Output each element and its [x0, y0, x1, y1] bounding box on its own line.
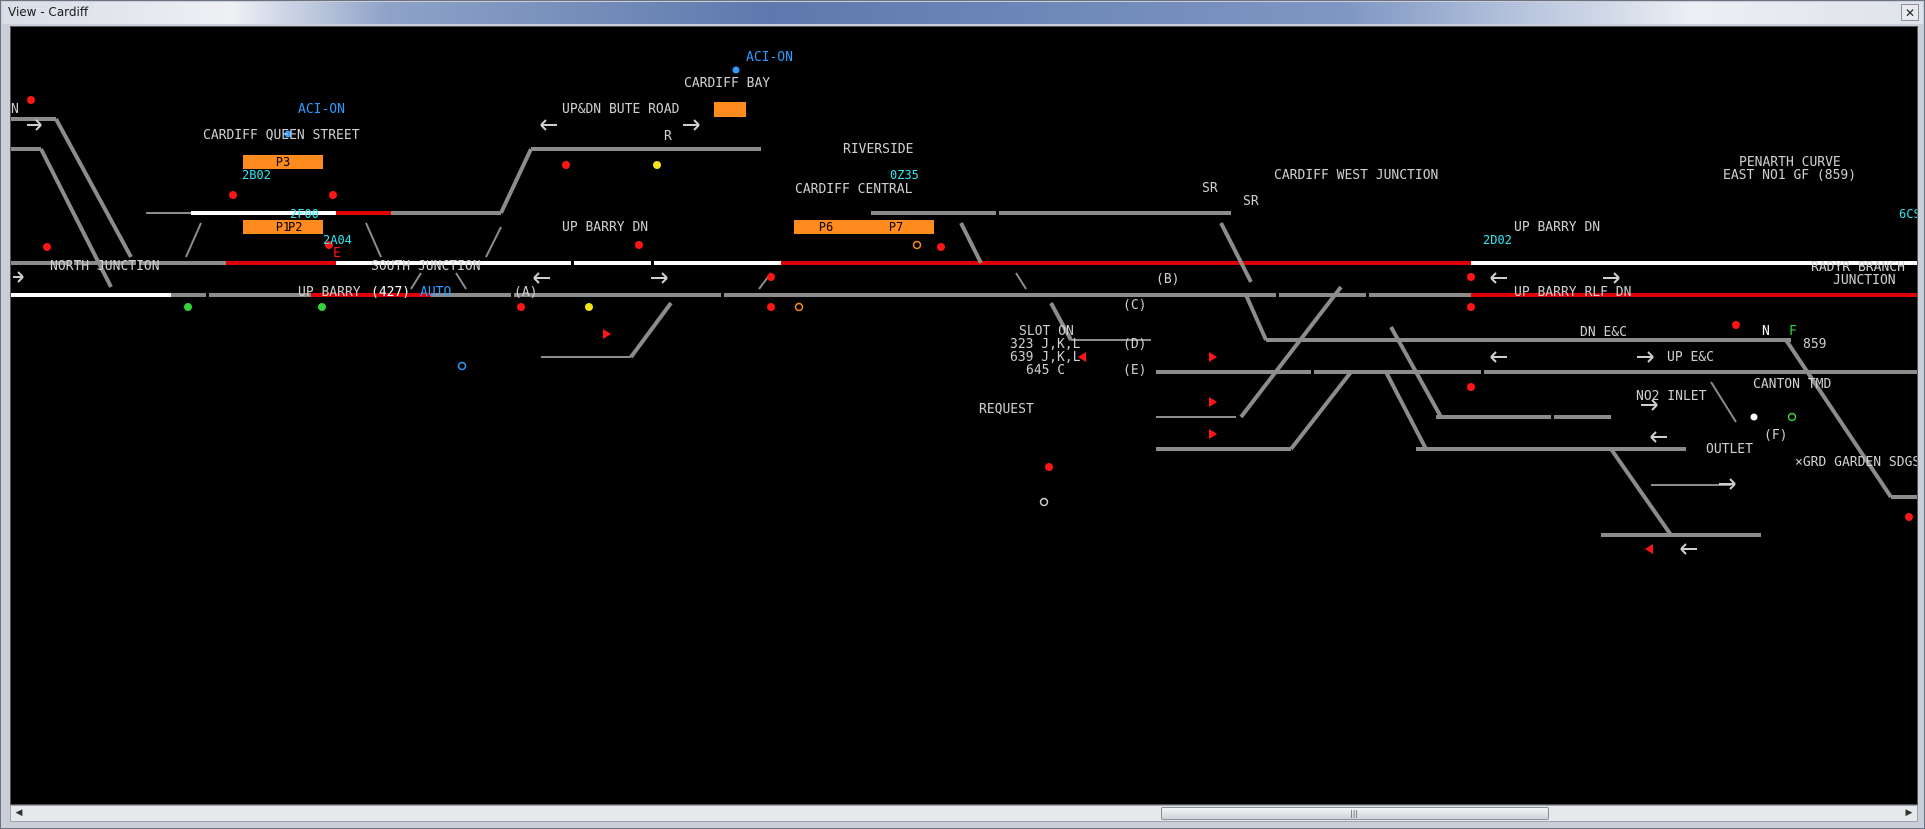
up-barry-label: UP BARRY — [298, 285, 361, 300]
gf-number: 859 — [1803, 337, 1827, 352]
scroll-left-icon[interactable]: ◀ — [15, 808, 23, 818]
scroll-right-icon[interactable]: ▶ — [1905, 808, 1913, 818]
sr-marker-2: SR — [1243, 194, 1259, 209]
line-dn-ec: DN E&C — [1580, 325, 1627, 340]
track-segment — [485, 226, 502, 258]
location-south-junction: SOUTH JUNCTION — [371, 259, 481, 274]
line-up-barry-rlf-dn: UP BARRY RLF DN — [1514, 285, 1632, 300]
track-layout — [11, 66, 1917, 555]
track-segment — [1389, 326, 1443, 418]
slot-on-row-2: 639 J,K,L — [1010, 350, 1081, 365]
track-segment — [1784, 338, 1893, 499]
slot-on-row-3: 645 C — [1026, 363, 1066, 378]
line-outlet: OUTLET — [1706, 442, 1753, 457]
siding-b: (B) — [1156, 272, 1180, 287]
platform-p7: P7 — [858, 220, 934, 234]
location-grd-garden-sdgs: ×GRD GARDEN SDGS — [1795, 455, 1918, 470]
window-title: View - Cardiff — [8, 5, 89, 19]
sr-marker-1: SR — [1202, 181, 1218, 196]
location-penarth-curve: PENARTH CURVE — [1739, 155, 1841, 170]
track-segment — [1609, 447, 1673, 537]
berth-2d02[interactable]: 2D02 — [1483, 233, 1512, 247]
slot-on-title: SLOT ON — [1019, 324, 1074, 339]
horizontal-scrollbar[interactable]: ◀ ||| ▶ — [10, 805, 1918, 822]
track-segment — [1219, 222, 1253, 283]
track-segment — [365, 222, 382, 258]
track-segment — [54, 118, 133, 258]
track-segment — [1710, 381, 1737, 423]
siding-f: (F) — [1764, 428, 1788, 443]
track-segment — [1244, 294, 1268, 341]
berth-2a04[interactable]: 2A04 — [323, 233, 352, 247]
signalling-diagram[interactable]: CARDIFF QUEEN STREET CARDIFF BAY RIVERSI… — [10, 26, 1918, 805]
platform-indicator — [714, 102, 746, 117]
track-segment — [959, 222, 983, 264]
location-riverside: RIVERSIDE — [843, 142, 914, 157]
track-segment — [1289, 370, 1353, 451]
berth-0z35[interactable]: 0Z35 — [890, 168, 919, 182]
berth-2f00[interactable]: 2F00 — [290, 207, 319, 221]
line-no2-inlet: NO2 INLET — [1636, 389, 1707, 404]
close-icon: ✕ — [1904, 6, 1916, 20]
siding-e: (E) — [1123, 363, 1147, 378]
grip-icon: ||| — [1350, 809, 1359, 818]
track-segment — [1384, 371, 1428, 450]
close-button[interactable]: ✕ — [1901, 4, 1919, 21]
berth-2b02[interactable]: 2B02 — [242, 168, 271, 182]
location-radyr-junction: JUNCTION — [1833, 273, 1896, 288]
line-up-barry-dn-west: UP BARRY DN — [1514, 220, 1601, 235]
platform-p3: P3 — [243, 155, 323, 169]
e-marker: E — [333, 246, 341, 261]
up-barry-auto[interactable]: AUTO — [420, 285, 452, 300]
track-segment — [185, 222, 202, 258]
track-segment — [1239, 285, 1343, 419]
request-label[interactable]: REQUEST — [979, 402, 1034, 417]
location-cardiff-bay: CARDIFF BAY — [684, 76, 771, 91]
n-indicator: N — [1762, 324, 1770, 339]
aci-status-top[interactable]: ACI-ON — [746, 50, 793, 65]
track-segment — [1015, 272, 1027, 290]
up-barry-count: (427) — [371, 285, 411, 300]
track-segment — [499, 148, 533, 214]
platform-p2: P2 — [288, 220, 303, 234]
track-segment — [410, 272, 422, 290]
f-indicator: F — [1789, 324, 1797, 339]
location-east-no1-gf: EAST NO1 GF (859) — [1723, 168, 1857, 183]
line-up-ec: UP E&C — [1667, 350, 1714, 365]
title-bar[interactable]: View - Cardiff ✕ — [2, 2, 1923, 24]
platform-p1: P1 — [243, 220, 323, 234]
line-up-barry-dn: UP BARRY DN — [562, 220, 649, 235]
r-marker: R — [664, 129, 672, 144]
line-n-left: N — [11, 102, 19, 117]
siding-c: (C) — [1123, 298, 1147, 313]
location-north-junction: NORTH JUNCTION — [50, 259, 160, 274]
platform-p6: P6 — [794, 220, 858, 234]
location-radyr-branch: RADYR BRANCH — [1811, 260, 1905, 275]
location-cardiff-west-junction: CARDIFF WEST JUNCTION — [1274, 168, 1439, 183]
location-canton-tmd: CANTON TMD — [1753, 377, 1832, 392]
scroll-thumb[interactable]: ||| — [1161, 807, 1549, 820]
siding-d: (D) — [1123, 337, 1147, 352]
track-segment — [1049, 302, 1073, 341]
aci-status-left[interactable]: ACI-ON — [298, 102, 345, 117]
location-cardiff-central: CARDIFF CENTRAL — [795, 182, 913, 197]
berth-6cs[interactable]: 6CS — [1899, 207, 1917, 221]
track-segment — [629, 301, 673, 359]
siding-a: (A) — [514, 285, 538, 300]
slot-on-row-1: 323 J,K,L — [1010, 337, 1081, 352]
track-segment — [455, 272, 467, 290]
line-up-dn-bute-road: UP&DN BUTE ROAD — [562, 102, 680, 117]
location-cardiff-queen-street: CARDIFF QUEEN STREET — [203, 128, 360, 143]
